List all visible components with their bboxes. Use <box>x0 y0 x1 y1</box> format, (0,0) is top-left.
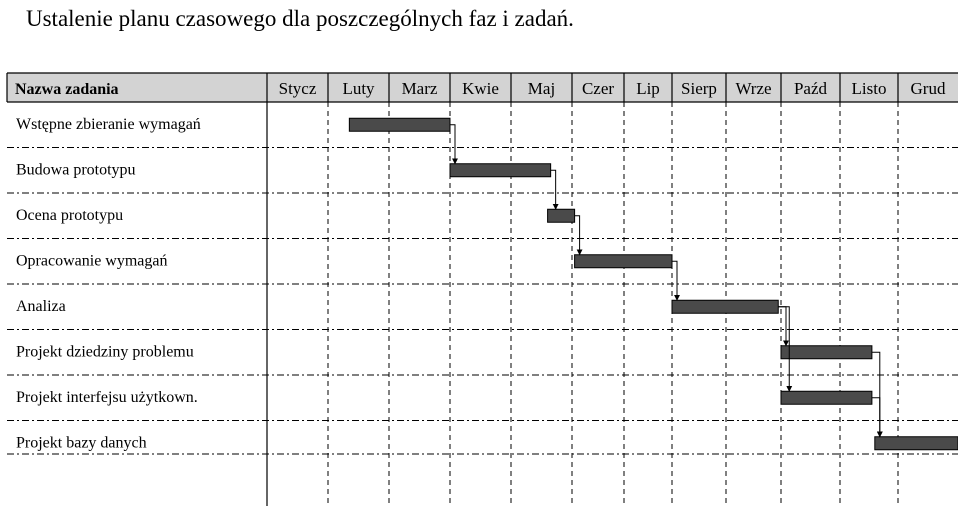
dependency-arrow <box>450 124 458 165</box>
task-bar <box>547 208 576 223</box>
dependency-arrow <box>778 306 793 392</box>
month-label: Luty <box>342 79 375 98</box>
task-name: Projekt interfejsu użytkown. <box>16 389 198 406</box>
month-label: Czer <box>582 79 614 98</box>
page-title: Ustalenie planu czasowego dla poszczegól… <box>26 6 574 31</box>
month-label: Marz <box>402 79 438 98</box>
month-label: Wrze <box>735 79 771 98</box>
task-bar <box>348 117 451 132</box>
task-bar <box>671 299 779 314</box>
month-label: Kwie <box>462 79 499 98</box>
month-label: Maj <box>528 79 555 98</box>
task-name: Budowa prototypu <box>16 161 136 178</box>
task-name: Analiza <box>16 298 66 315</box>
dependency-arrow <box>574 215 583 256</box>
dependency-arrow <box>871 397 883 438</box>
month-label: Listo <box>852 79 887 98</box>
task-name: Projekt bazy danych <box>16 434 147 451</box>
header-row-bg <box>7 73 958 102</box>
month-label: Stycz <box>279 79 317 98</box>
task-column-header: Nazwa zadania <box>15 81 119 98</box>
task-bar <box>780 345 873 360</box>
dependency-arrow <box>871 351 883 438</box>
task-bar <box>780 390 873 405</box>
month-label: Paźd <box>794 79 828 98</box>
month-label: Lip <box>636 79 660 98</box>
task-bar <box>574 254 673 269</box>
task-name: Opracowanie wymagań <box>16 252 168 269</box>
task-bar <box>874 436 958 451</box>
task-name: Projekt dziedziny problemu <box>16 343 194 360</box>
dependency-arrow <box>778 306 789 347</box>
month-label: Grud <box>911 79 946 98</box>
month-label: Sierp <box>681 79 717 98</box>
task-name: Wstępne zbieranie wymagań <box>16 116 201 133</box>
dependency-arrow <box>550 169 559 210</box>
dependency-arrow <box>672 260 680 301</box>
task-bar <box>449 163 552 178</box>
task-name: Ocena prototypu <box>16 207 123 224</box>
